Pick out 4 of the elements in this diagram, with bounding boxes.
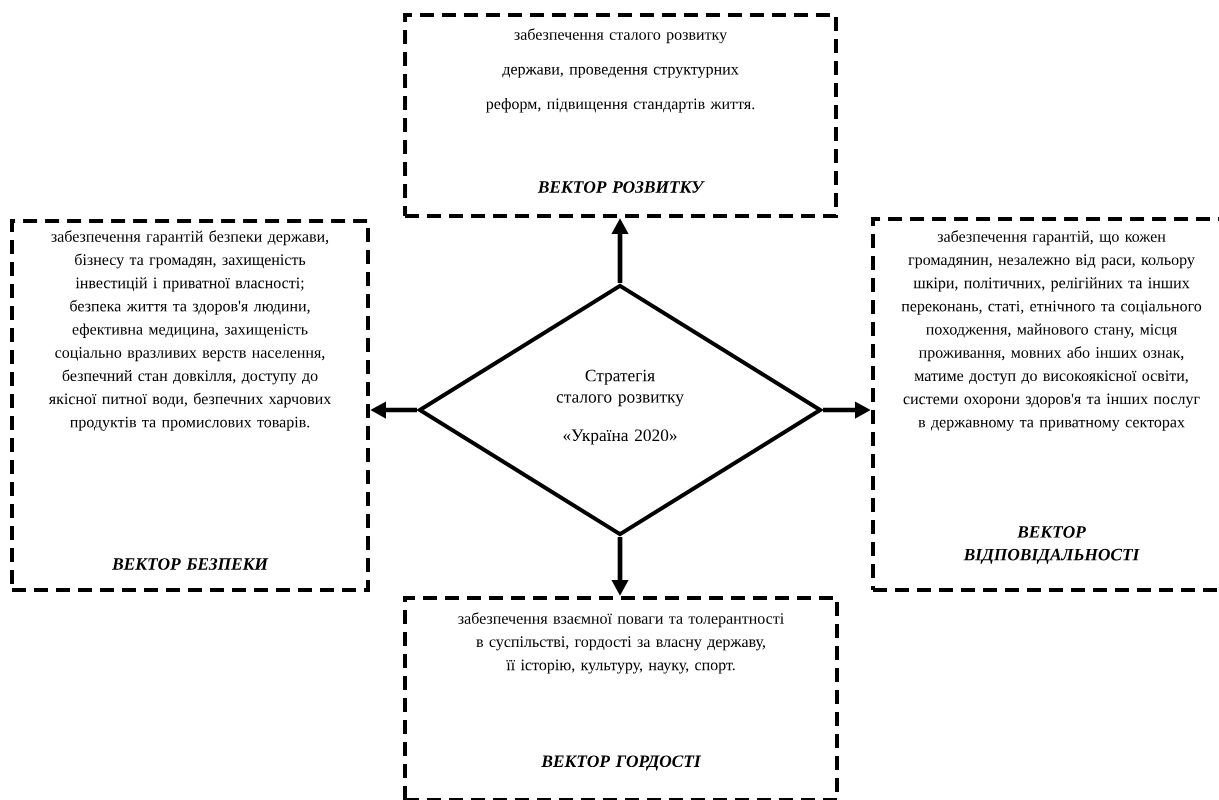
dashed-box: забезпечення гарантій безпеки держави, бізнесу та громадян, захищеність інвестицій і приватної власності; безпека життя та здоров'я людини, ефективна медицина, захищеність соціально вразливих верств населення, безпечний стан довкілля, доступу до якісної питної води, безпечних харчових продуктів та промислових товарів. ВЕКТОР БЕЗПЕКИ (10, 218, 370, 593)
dashed-box: забезпечення гарантій, що кожен громадянин, незалежно від раси, кольору шкіри, політичних, релігійних та інших переконань, статі, етнічного та соціального походження, майнового стану, місця проживання, мовних або інших ознак, матиме доступ до високоякісної освіти, системи охорони здоров'я та інших послуг в державному та приватному секторах ВЕКТОР ВІДПОВІДАЛЬНОСТІ (871, 217, 1219, 592)
dashed-box: забезпечення взаємної поваги та толерантності в суспільстві, гордості за власну державу, її історію, культуру, науку, спорт. ВЕКТОР ГОРДОСТІ (403, 596, 839, 800)
dashed-box: забезпечення сталого розвитку держави, проведення структурних реформ, підвищення стандартів життя. ВЕКТОР РОЗВИТКУ (403, 12, 838, 219)
